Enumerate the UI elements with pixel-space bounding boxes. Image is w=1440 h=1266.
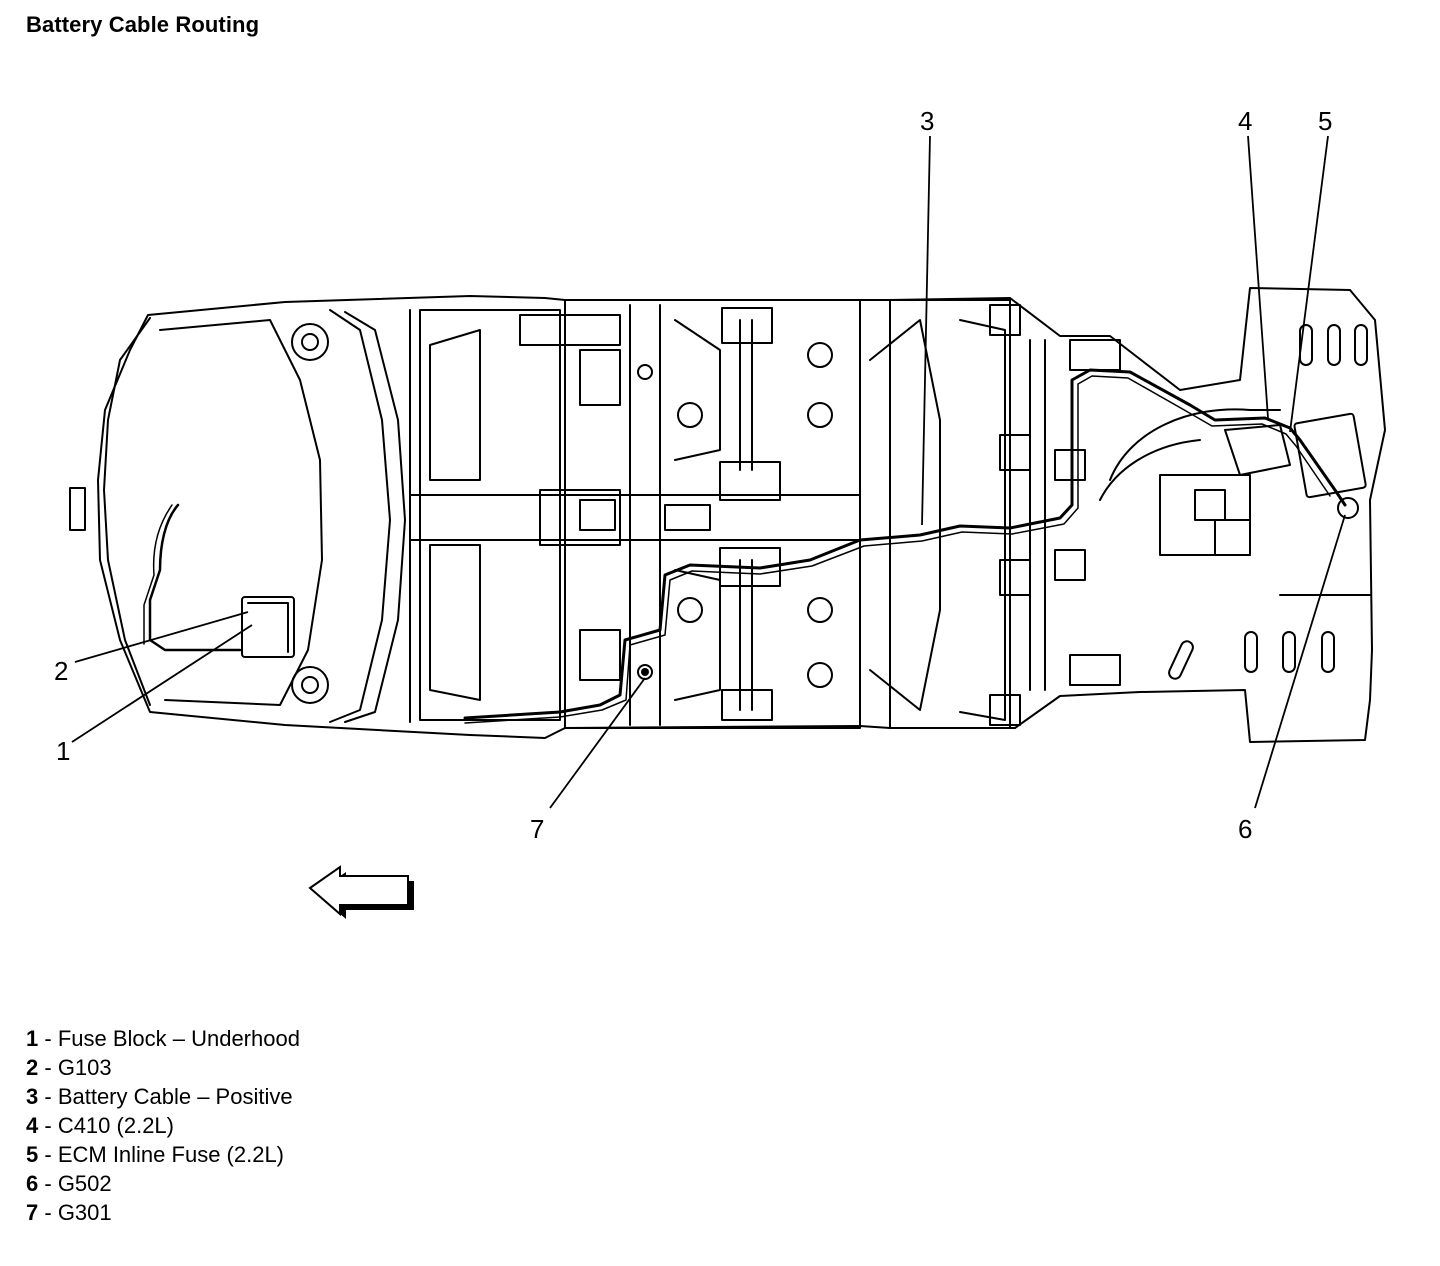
vehicle-body-outline (97, 287, 1386, 743)
legend-item: 1 - Fuse Block – Underhood (26, 1026, 300, 1051)
callout-7: 7 (530, 814, 544, 844)
fuse-block-underhood (241, 596, 295, 658)
forward-arrow-icon (308, 865, 414, 919)
legend-item: 6 - G502 (26, 1171, 112, 1196)
g301-ground (641, 668, 649, 676)
battery-cable-positive (463, 368, 1359, 724)
legend-item: 3 - Battery Cable – Positive (26, 1084, 293, 1109)
callout-2: 2 (54, 656, 68, 686)
legend-item: 4 - C410 (2.2L) (26, 1113, 174, 1138)
callout-4: 4 (1238, 106, 1252, 136)
legend-item: 5 - ECM Inline Fuse (2.2L) (26, 1142, 285, 1167)
callout-1: 1 (56, 736, 70, 766)
legend-item: 2 - G103 (26, 1055, 112, 1080)
legend-item: 7 - G301 (26, 1200, 112, 1225)
callout-3: 3 (920, 106, 934, 136)
callout-6: 6 (1238, 814, 1252, 844)
legend: 1 - Fuse Block – Underhood 2 - G103 3 - … (26, 1024, 300, 1227)
callout-5: 5 (1318, 106, 1332, 136)
vehicle-underbody-diagram: 1 2 3 4 5 6 7 (54, 106, 1386, 919)
diagram-title: Battery Cable Routing (26, 12, 260, 37)
g502-ground (1337, 497, 1359, 519)
front-bumper (103, 317, 151, 706)
